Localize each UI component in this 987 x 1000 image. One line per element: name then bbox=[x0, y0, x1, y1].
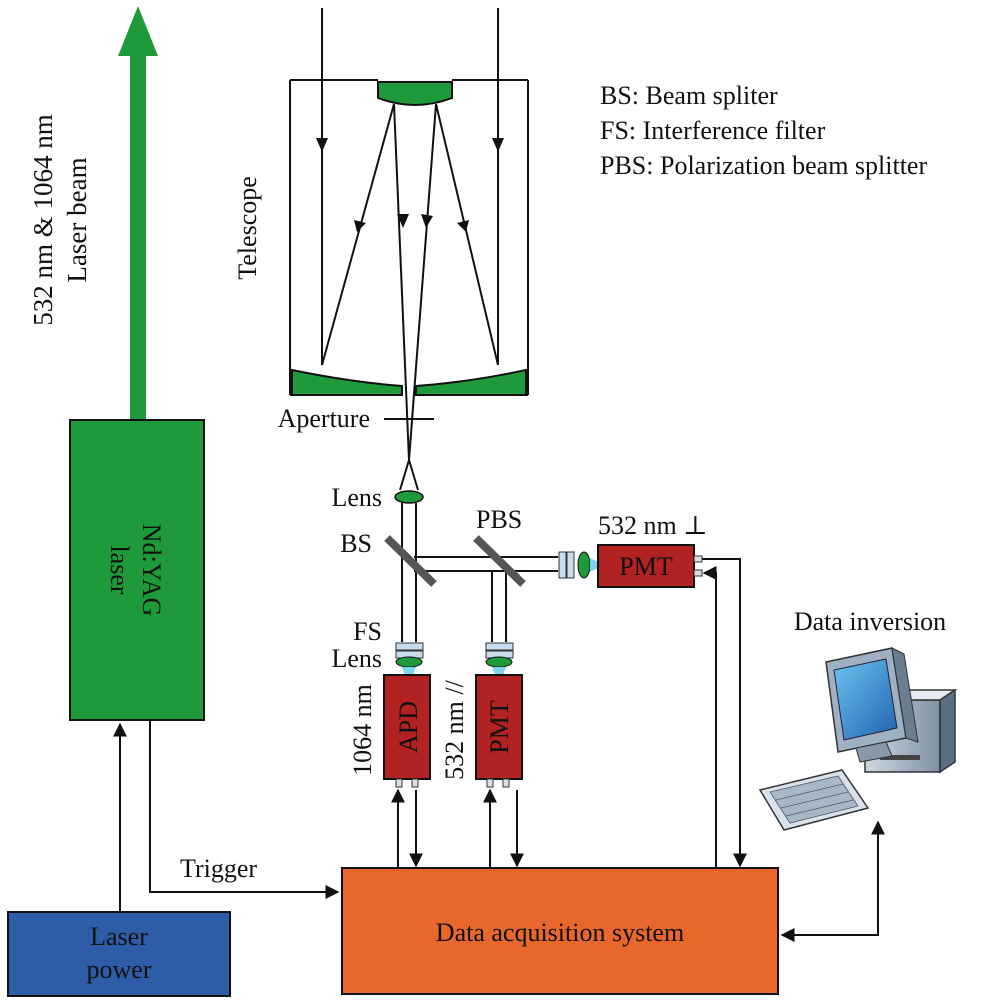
primary-mirror-left bbox=[291, 368, 403, 396]
pmt-perp-wavelength: 532 nm ⊥ bbox=[598, 511, 708, 540]
data-inversion-label: Data inversion bbox=[794, 607, 946, 636]
daq-to-pmt-perp-arrow bbox=[702, 566, 717, 868]
pmt-parallel bbox=[475, 674, 523, 780]
legend-bs: BS: Beam spliter bbox=[600, 81, 778, 110]
wl-1064-group: 1064 nm bbox=[348, 684, 377, 776]
apd-label: APD bbox=[394, 701, 423, 753]
beam-label-line1: 532 nm & 1064 nm bbox=[28, 114, 58, 326]
lens-bottom-label: Lens bbox=[331, 644, 382, 673]
pmt-perp-optics bbox=[558, 551, 598, 579]
laser-beam-arrow bbox=[118, 6, 158, 420]
apd-optics bbox=[395, 642, 424, 675]
apd-label-group: APD bbox=[394, 701, 423, 753]
secondary-mirror bbox=[377, 81, 453, 106]
pmt-par-label-group: PMT bbox=[485, 700, 514, 754]
wl-532par-label: 532 nm // bbox=[440, 679, 469, 779]
pmt-perp-text: PMT bbox=[619, 552, 673, 581]
beam-label: 532 nm & 1064 nm Laser beam bbox=[28, 114, 92, 326]
pmt-par-optics bbox=[485, 642, 514, 675]
legend-pbs: PBS: Polarization beam splitter bbox=[600, 151, 927, 180]
daq-computer-arrow bbox=[780, 820, 885, 942]
lens-top bbox=[394, 490, 424, 504]
trigger-arrow bbox=[149, 720, 340, 899]
data-acquisition-box bbox=[341, 867, 779, 995]
polarization-beam-splitter bbox=[473, 535, 526, 587]
beam-splitter bbox=[384, 535, 437, 587]
wl-532par-group: 532 nm // bbox=[440, 679, 469, 779]
pmt-perp-to-daq-arrow bbox=[702, 558, 747, 868]
ndyag-label-line1: Nd:YAG bbox=[137, 524, 166, 616]
lens-top-label: Lens bbox=[331, 483, 382, 512]
telescope-label: Telescope bbox=[233, 176, 262, 280]
laser-power-line1: Laser bbox=[90, 922, 148, 951]
bs-label: BS bbox=[340, 529, 372, 558]
pmt-par-label: PMT bbox=[485, 700, 514, 754]
wl-1064-label: 1064 nm bbox=[348, 684, 377, 776]
primary-mirror-right bbox=[415, 368, 527, 396]
daq-label: Data acquisition system bbox=[436, 918, 684, 947]
beam-label-line2: Laser beam bbox=[62, 157, 92, 282]
ndyag-label-line2: laser bbox=[105, 545, 134, 594]
fs-label: FS bbox=[353, 617, 382, 646]
svg-text:Telescope: Telescope bbox=[233, 176, 262, 280]
laser-power-box bbox=[7, 911, 231, 997]
laser-power-line2: power bbox=[87, 955, 152, 984]
pmt-perpendicular bbox=[597, 544, 695, 588]
ndyag-laser-box bbox=[69, 419, 205, 721]
legend-fs: FS: Interference filter bbox=[600, 116, 826, 145]
pbs-label: PBS bbox=[476, 505, 522, 534]
computer-icon bbox=[758, 647, 958, 831]
telescope bbox=[289, 8, 529, 461]
aperture-label: Aperture bbox=[278, 404, 370, 433]
ndyag-laser-label: Nd:YAG laser bbox=[105, 524, 166, 616]
apd-detector bbox=[383, 674, 431, 780]
trigger-label: Trigger bbox=[180, 854, 257, 883]
